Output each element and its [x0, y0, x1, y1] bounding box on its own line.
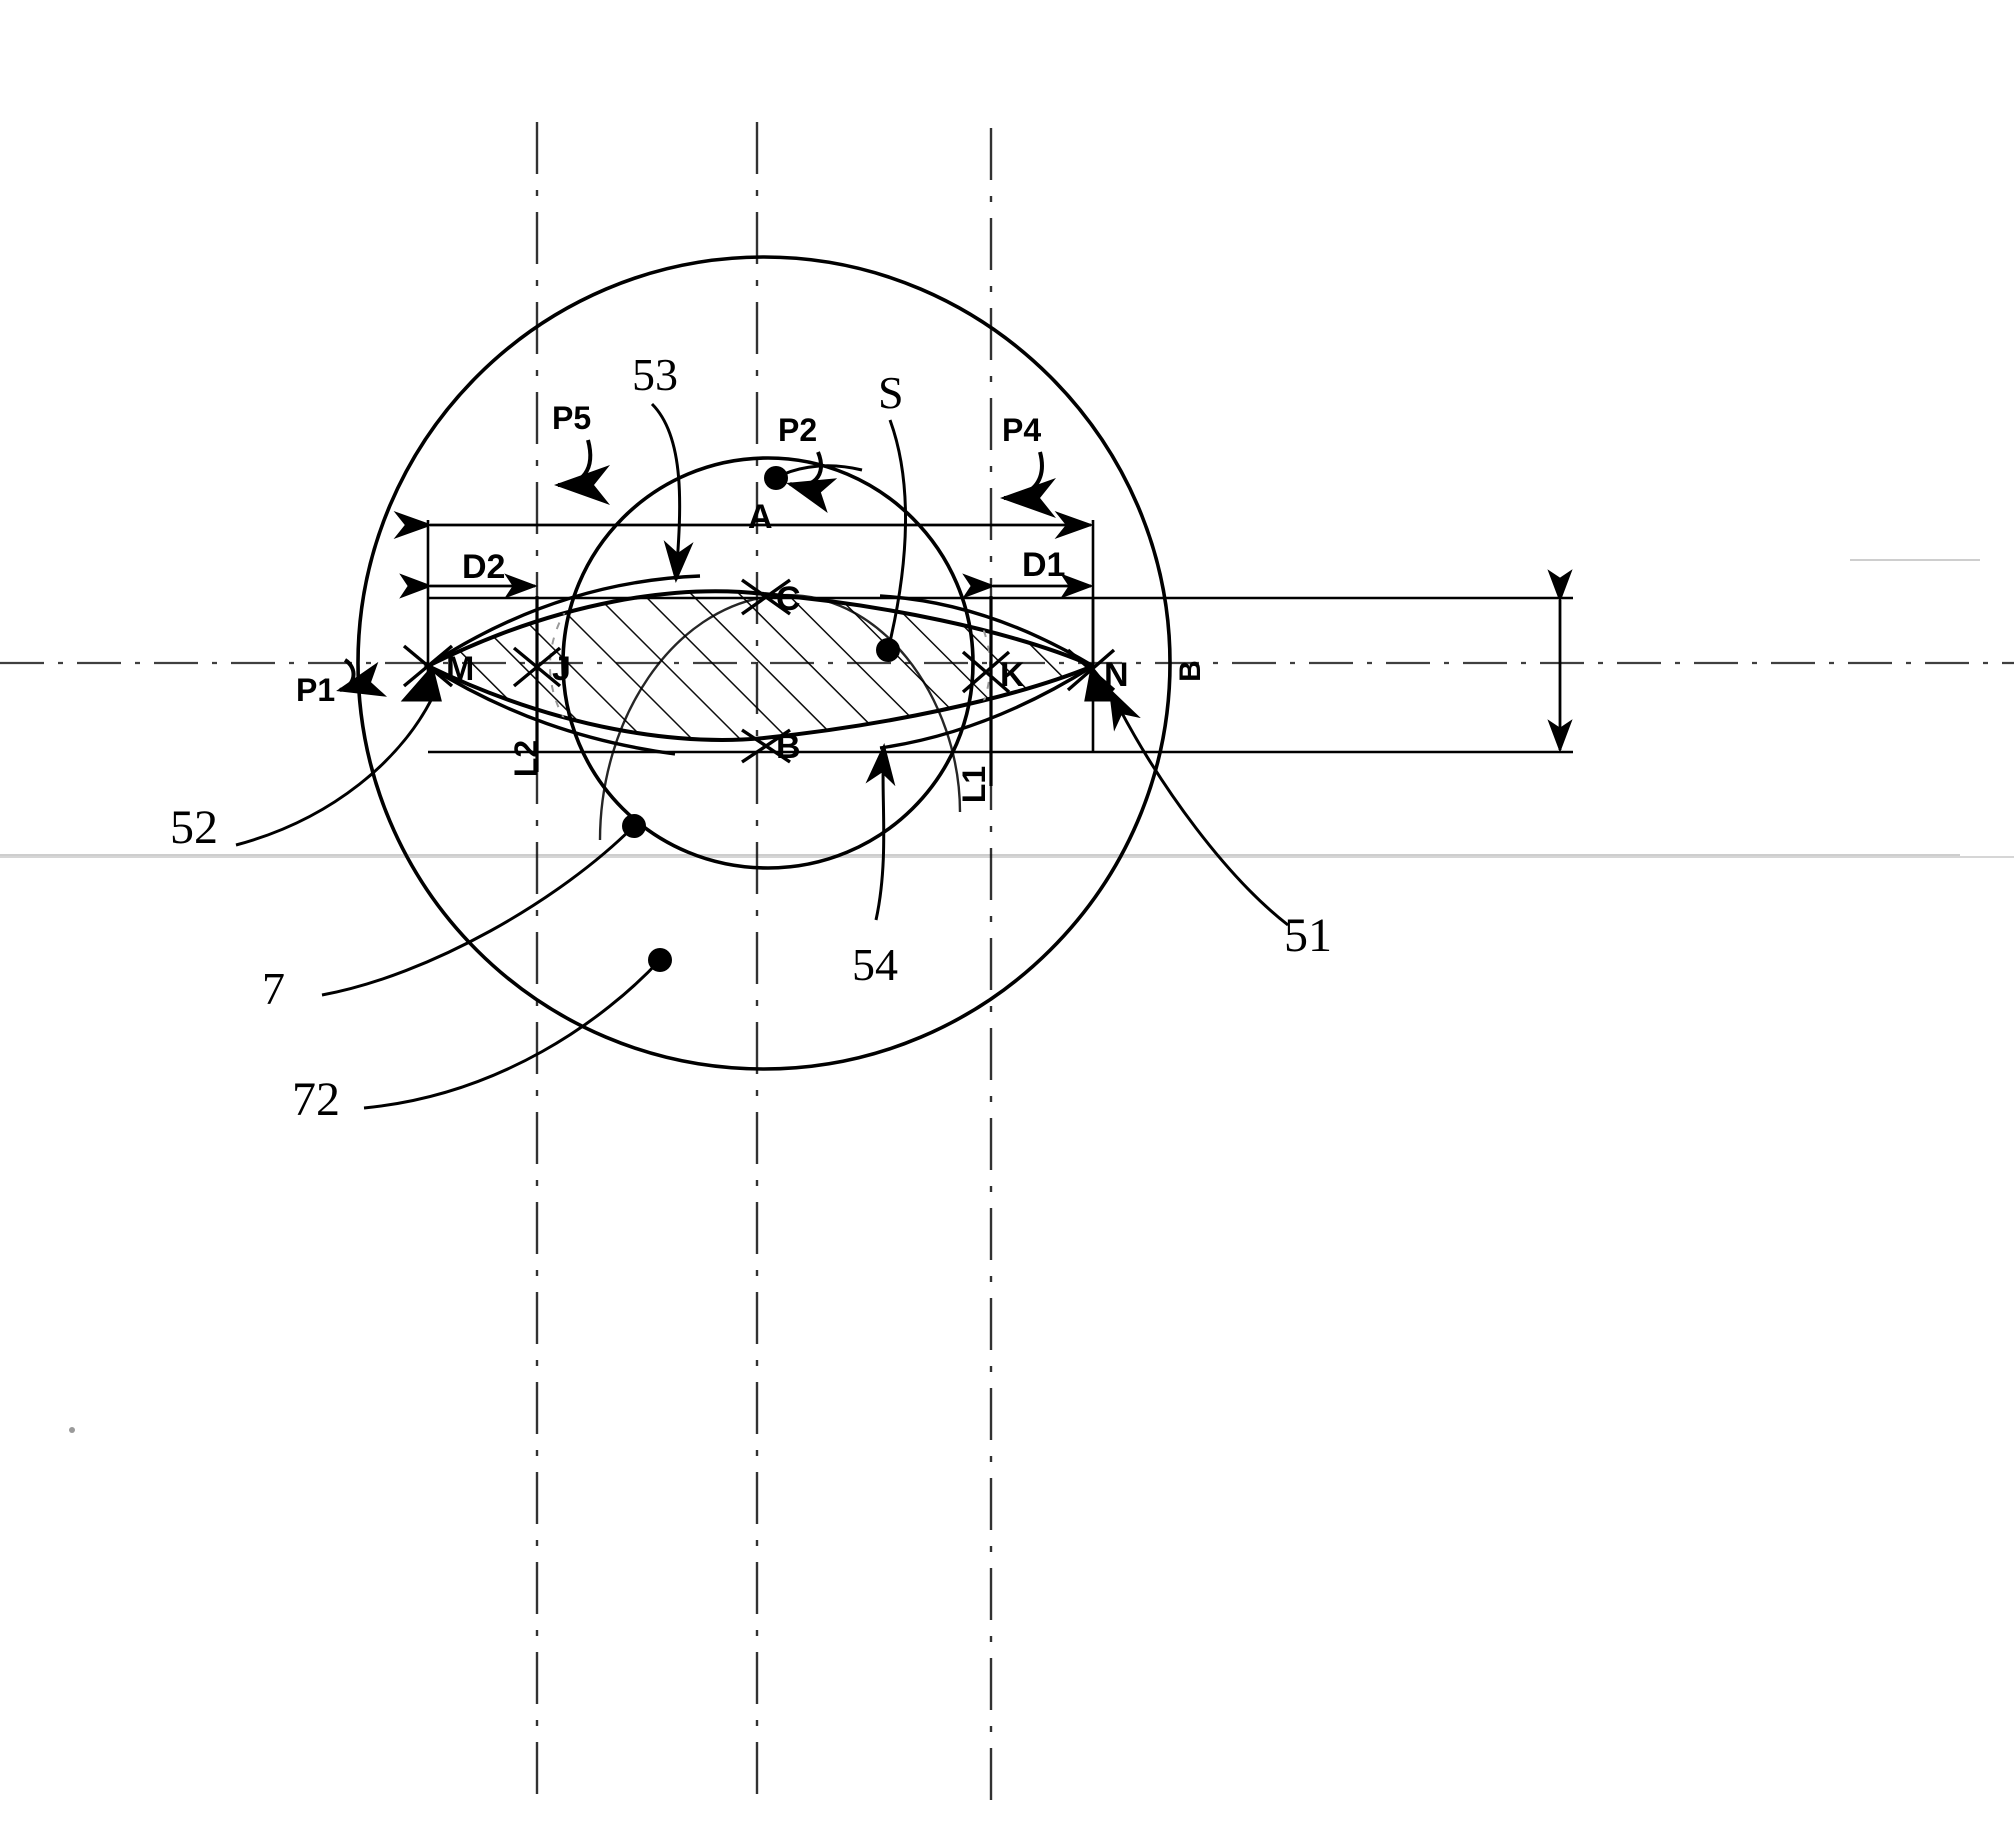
hook-p4 — [1000, 451, 1057, 518]
plane-label-p4: P4 — [1002, 412, 1042, 448]
lens-edge-ticks — [535, 596, 993, 786]
hook-p5 — [554, 439, 611, 505]
point-label-M: M — [446, 650, 475, 688]
leader-lines — [235, 402, 1289, 1110]
page-marks — [0, 559, 1980, 1433]
leader-52 — [235, 689, 438, 847]
outer-circle — [356, 255, 1172, 1071]
point-marker-k — [961, 650, 1011, 694]
reference-numeral-53: 53 — [632, 349, 678, 400]
point-label-C: C — [776, 580, 801, 618]
dimension-label-d1: D1 — [1022, 546, 1066, 584]
leader-72 — [363, 948, 672, 1110]
vertical-construction-lines — [535, 122, 993, 1800]
reference-numeral-72: 72 — [292, 1073, 340, 1126]
reference-numeral-52: 52 — [170, 801, 218, 854]
leader-7 — [321, 814, 646, 997]
point-markers — [402, 578, 1116, 764]
dimension-label-d2: D2 — [462, 548, 506, 586]
point-label-S: S — [878, 367, 904, 418]
point-label-N: N — [1104, 656, 1129, 694]
leader-S — [876, 419, 907, 662]
leader-53 — [650, 402, 694, 583]
point-marker-b — [741, 728, 791, 764]
hook-p1 — [336, 658, 388, 697]
point-label-B: B — [776, 728, 801, 766]
dimension-label-b: B — [1173, 660, 1207, 682]
point-marker-c — [741, 578, 791, 616]
point-label-A: A — [748, 498, 773, 536]
hook-p2 — [786, 451, 838, 513]
plane-hook-arrows — [336, 439, 1057, 697]
inner-circle — [561, 456, 975, 870]
point-marker-m — [402, 644, 454, 688]
plane-label-p5: P5 — [552, 400, 592, 436]
reference-numeral-54: 54 — [852, 939, 898, 990]
line-label-l1: L1 — [956, 765, 993, 804]
line-label-l2: L2 — [508, 739, 545, 778]
leader-P2 — [764, 464, 863, 490]
point-label-K: K — [1000, 656, 1025, 694]
plane-label-p2: P2 — [778, 412, 818, 448]
leader-54 — [865, 743, 896, 921]
leader-51 — [1108, 687, 1289, 927]
reference-numeral-7: 7 — [262, 963, 285, 1014]
plane-label-p1: P1 — [296, 672, 336, 708]
reference-numeral-51: 51 — [1284, 909, 1332, 962]
point-label-J: J — [552, 650, 571, 688]
